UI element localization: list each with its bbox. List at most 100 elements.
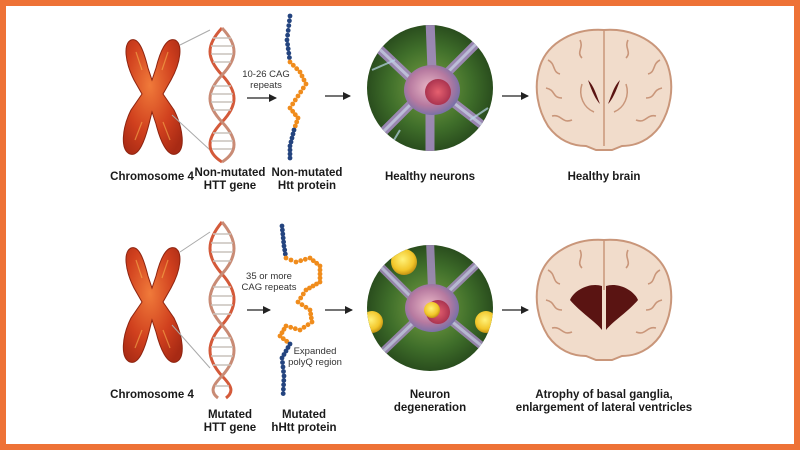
- protein-label-top: Non-mutated Htt protein: [271, 167, 343, 193]
- protein-bead: [309, 319, 315, 325]
- protein-bead: [293, 259, 299, 265]
- protein-bead: [292, 97, 298, 103]
- protein-bead: [305, 322, 311, 328]
- protein-bead: [284, 37, 290, 43]
- protein-bead: [279, 355, 285, 361]
- protein-bead: [303, 81, 309, 87]
- protein-bead: [277, 333, 283, 339]
- protein-bead: [299, 73, 305, 79]
- protein-bead: [279, 223, 285, 229]
- protein-bead: [310, 258, 316, 264]
- protein-bead: [317, 267, 323, 273]
- chromosome-label-top: Chromosome 4: [110, 171, 194, 183]
- protein-bead: [289, 135, 295, 141]
- gene-label-top: Non-mutated HTT gene: [194, 167, 266, 193]
- brain-label-top: Healthy brain: [567, 171, 641, 183]
- protein-bead: [307, 255, 313, 261]
- protein-bead: [281, 243, 287, 249]
- protein-bead: [283, 348, 289, 354]
- protein-bead: [284, 338, 290, 344]
- protein-bead: [302, 256, 308, 262]
- protein-bead: [285, 46, 291, 52]
- protein-bead: [300, 85, 306, 91]
- protein-bead: [282, 251, 288, 257]
- protein-bead: [297, 69, 303, 75]
- protein-bead: [310, 283, 316, 289]
- protein-bead: [280, 336, 286, 342]
- protein-bead: [290, 131, 296, 137]
- protein-bead: [281, 382, 286, 388]
- chromosome-4-top: [122, 39, 183, 155]
- protein-bead: [303, 304, 309, 310]
- chromosome-4-bottom: [122, 247, 183, 363]
- protein-bead: [290, 101, 296, 107]
- protein-bead: [294, 66, 300, 72]
- brain-label-bottom: Atrophy of basal ganglia, enlargement of…: [515, 389, 693, 415]
- htt-protein-top: [284, 13, 309, 161]
- protein-bead: [283, 255, 289, 261]
- protein-bead: [281, 239, 286, 245]
- protein-bead: [280, 360, 285, 365]
- protein-bead: [287, 151, 293, 157]
- neurons-label-bottom: Neuron degeneration: [393, 389, 467, 415]
- protein-bead: [298, 295, 304, 301]
- protein-bead: [288, 139, 294, 145]
- dna-helix-top: [208, 26, 236, 164]
- protein-bead: [287, 105, 293, 111]
- protein-bead: [282, 247, 288, 253]
- polyq-region-note: Expanded polyQ region: [288, 346, 342, 368]
- protein-label-bottom: Mutated hHtt protein: [271, 409, 337, 435]
- protein-bead: [287, 13, 293, 19]
- degenerating-neurons-image: [367, 245, 493, 371]
- protein-bead: [317, 271, 323, 277]
- protein-bead: [317, 263, 323, 269]
- protein-bead: [295, 93, 301, 99]
- zoom-lines-bottom: [171, 231, 211, 369]
- protein-bead: [314, 260, 320, 266]
- protein-bead: [317, 279, 323, 285]
- protein-bead: [281, 369, 286, 374]
- cag-repeats-note-bottom: 35 or more CAG repeats: [241, 271, 297, 293]
- chromosome-label-bottom: Chromosome 4: [110, 389, 194, 401]
- protein-bead: [307, 285, 312, 291]
- zoom-lines-top: [171, 29, 211, 151]
- dna-helix-bottom: [208, 221, 236, 400]
- neurons-label-top: Healthy neurons: [384, 171, 476, 183]
- protein-bead: [287, 59, 293, 65]
- protein-bead: [287, 147, 293, 153]
- protein-bead: [292, 326, 298, 332]
- protein-bead: [299, 302, 305, 308]
- protein-bead: [290, 62, 296, 68]
- protein-bead: [292, 112, 298, 118]
- protein-bead: [291, 127, 297, 133]
- healthy-brain-image: [535, 28, 673, 151]
- protein-bead: [287, 143, 293, 149]
- protein-bead: [286, 50, 292, 56]
- protein-bead: [286, 23, 292, 28]
- protein-bead: [314, 281, 319, 287]
- protein-bead: [303, 287, 309, 293]
- protein-bead: [280, 231, 286, 237]
- protein-bead: [301, 324, 307, 330]
- protein-bead: [297, 327, 303, 333]
- protein-bead: [280, 364, 286, 370]
- protein-bead: [298, 258, 304, 264]
- protein-bead: [308, 311, 314, 317]
- protein-bead: [292, 123, 298, 129]
- protein-bead: [301, 77, 307, 83]
- protein-bead: [285, 28, 291, 33]
- protein-bead: [281, 378, 287, 383]
- protein-bead: [300, 291, 306, 297]
- protein-bead: [317, 275, 323, 281]
- protein-bead: [294, 119, 300, 125]
- protein-bead: [285, 42, 290, 47]
- protein-bead: [308, 315, 314, 321]
- protein-bead: [290, 108, 296, 114]
- protein-bead: [295, 115, 301, 121]
- protein-bead: [295, 299, 301, 305]
- protein-bead: [280, 391, 286, 396]
- cag-repeats-note-top: 10-26 CAG repeats: [242, 69, 290, 91]
- protein-bead: [281, 352, 287, 357]
- protein-bead: [298, 89, 304, 95]
